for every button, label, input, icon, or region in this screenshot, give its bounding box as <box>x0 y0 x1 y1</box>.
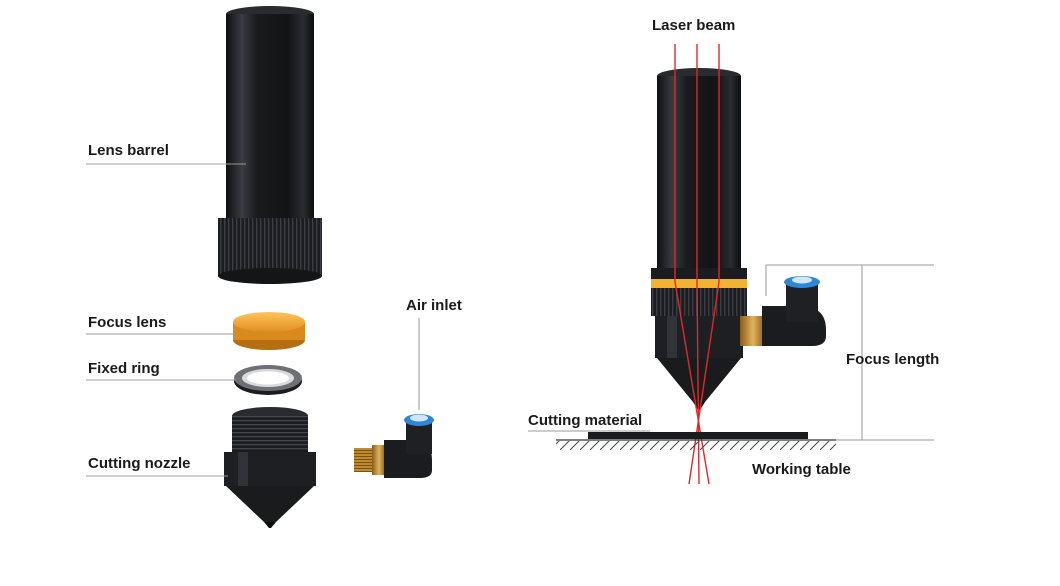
working-table <box>556 432 836 450</box>
laser-beam-lines <box>674 44 720 485</box>
label-fixed-ring: Fixed ring <box>88 360 160 377</box>
label-working-table: Working table <box>752 461 851 478</box>
label-cutting-nozzle: Cutting nozzle <box>88 455 191 472</box>
lens-barrel-part <box>218 6 322 284</box>
label-laser-beam: Laser beam <box>652 17 736 34</box>
label-focus-lens: Focus lens <box>88 314 167 331</box>
cutting-nozzle-part <box>224 407 316 528</box>
label-focus-length: Focus length <box>846 351 940 368</box>
label-lens-barrel: Lens barrel <box>88 142 169 159</box>
label-cutting-material: Cutting material <box>528 412 643 429</box>
label-air-inlet: Air inlet <box>406 297 462 314</box>
fixed-ring-part <box>234 365 302 395</box>
focus-length-dimension <box>765 264 934 441</box>
air-fitting-part <box>354 414 434 478</box>
leader-lines-left <box>86 163 420 477</box>
assembled-laser-head <box>651 68 826 410</box>
focus-lens-part <box>233 312 305 350</box>
